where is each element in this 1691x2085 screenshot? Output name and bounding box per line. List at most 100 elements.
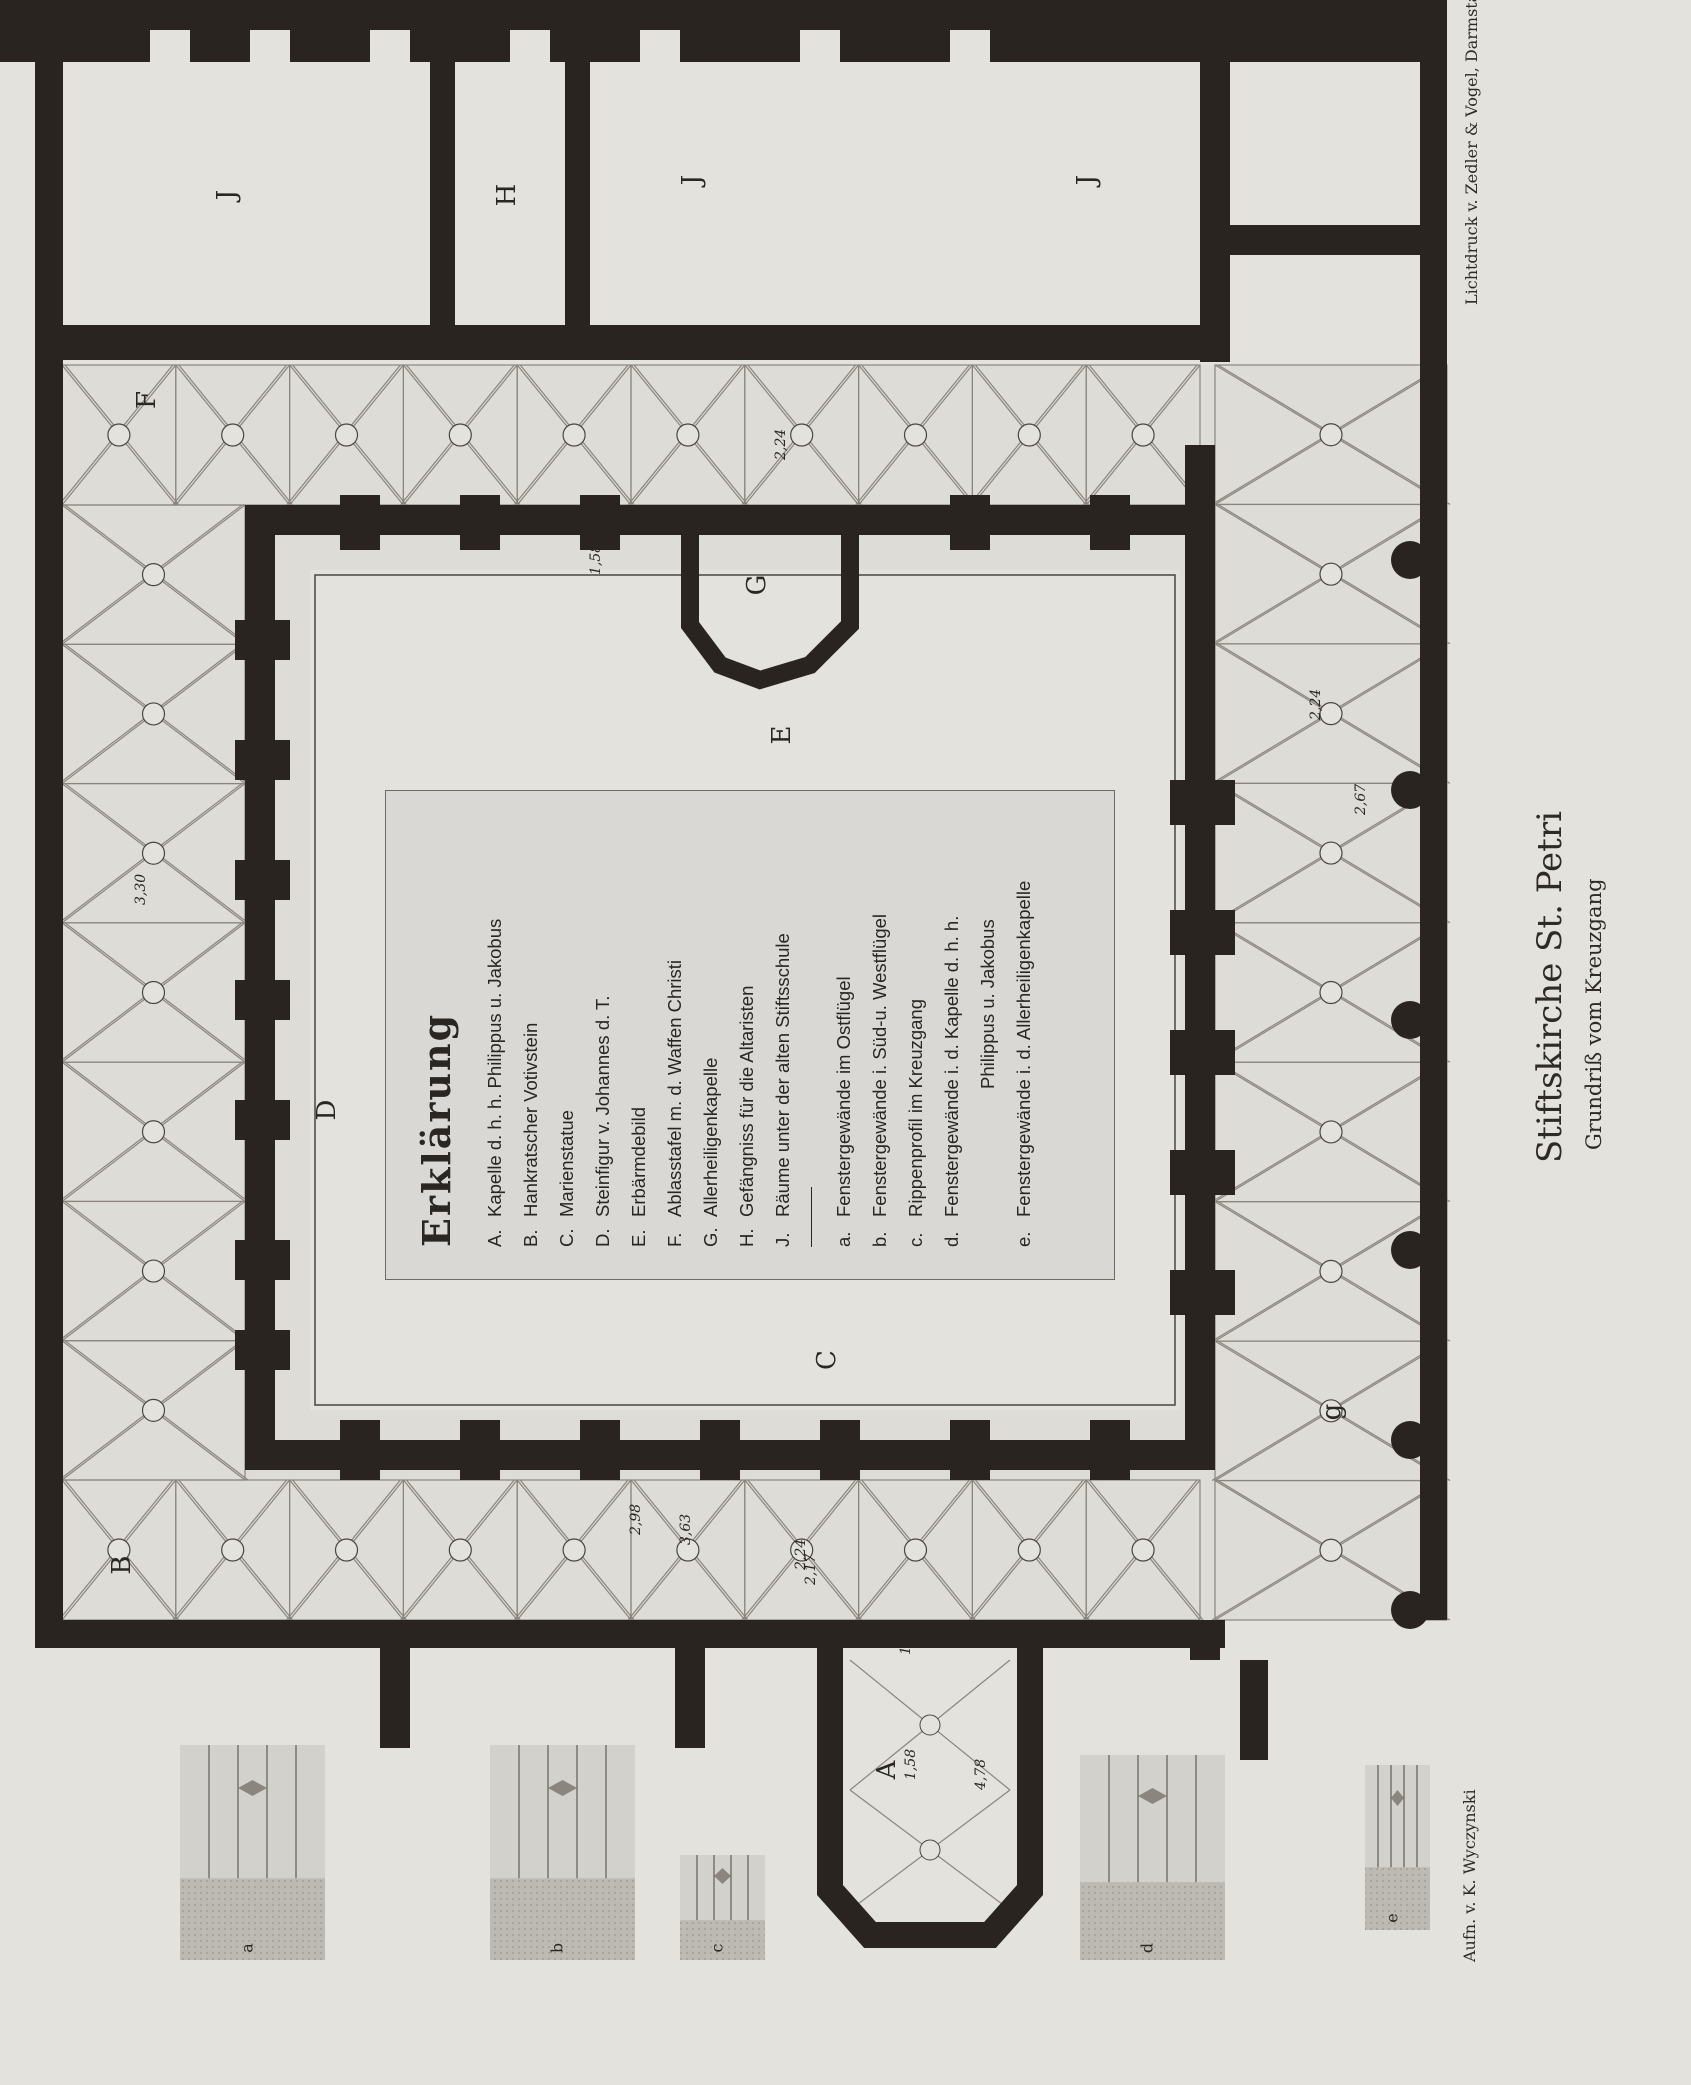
photographer-credit: Aufn. v. K. Wyczynski <box>1460 1789 1479 1962</box>
detail-boss <box>1391 1790 1404 1806</box>
legend-item-text: Fenstergewände i. d. Kapelle d. h. h. <box>941 915 962 1217</box>
dimension-label: 3,63 <box>678 1514 694 1545</box>
legend-item-text: Rippenprofil im Kreuzgang <box>905 998 926 1217</box>
buttress <box>1090 1420 1130 1480</box>
legend-item-key: G. <box>700 1227 721 1247</box>
buttress <box>820 1420 860 1480</box>
vault-boss <box>1131 1538 1155 1562</box>
legend-item-key: b. <box>869 1231 890 1247</box>
legend-item-text: Marienstatue <box>556 1110 577 1217</box>
buttress <box>1170 1270 1235 1315</box>
room-partition-1 <box>430 62 455 327</box>
printer-credit: Lichtdruck v. Zedler & Vogel, Darmstadt <box>1462 0 1481 305</box>
vault-bosses <box>107 423 1343 1861</box>
legend-item-text: Hankratscher Votivstein <box>520 1022 541 1217</box>
window-niche <box>800 30 840 62</box>
buttress <box>235 1240 290 1280</box>
vault-boss <box>790 1538 814 1562</box>
vault-boss <box>562 423 586 447</box>
vault-boss <box>1017 423 1041 447</box>
buttress <box>1170 1030 1235 1075</box>
window-niche <box>950 30 990 62</box>
vault-boss <box>141 841 166 865</box>
legend-item-key: d. <box>941 1231 962 1247</box>
detail-panel-e: e <box>1365 1765 1430 1930</box>
window-niche <box>370 30 410 62</box>
detail-panel-a: a <box>180 1745 325 1960</box>
vault-boss <box>1319 1259 1343 1283</box>
detail-label-b: b <box>548 1943 567 1953</box>
vault-boss <box>334 1538 359 1562</box>
plan-title: Stiftskirche St. Petri <box>1530 811 1570 1163</box>
legend-item-text: Fenstergewände i. d. Allerheiligenkapell… <box>1013 880 1034 1217</box>
room-label-J2: J <box>677 175 707 188</box>
pier-base <box>1391 771 1429 809</box>
north-outer-wall <box>0 0 1447 62</box>
room-label-J3: J <box>1072 175 1102 188</box>
chapel-g-wall <box>681 505 859 690</box>
legend-title: Erklärung <box>414 1012 459 1247</box>
legend-item-key: J. <box>772 1232 793 1247</box>
vault-boss <box>448 1538 472 1562</box>
room-label-E: E <box>767 726 797 745</box>
buttress <box>1170 780 1235 825</box>
vault-boss <box>676 423 700 447</box>
legend-item-text: Philippus u. Jakobus <box>977 919 998 1089</box>
legend-item-key: E. <box>628 1229 649 1247</box>
legend-item: Philippus u. Jakobus <box>970 585 1006 1247</box>
legend-item-key: H. <box>736 1228 757 1248</box>
legend-item: c. Rippenprofil im Kreuzgang <box>898 585 934 1247</box>
legend-item: D.Steinfigur v. Johannes d. T. <box>585 585 621 1247</box>
vault-boss <box>221 423 245 447</box>
dimension-label: 1,76 <box>898 1624 914 1655</box>
dimension-label: 4,78 <box>973 1759 989 1791</box>
vault-boss <box>1017 1538 1041 1562</box>
buttress <box>460 495 500 550</box>
buttress <box>950 495 990 550</box>
south-east-corner <box>1190 1620 1220 1660</box>
rooms-south-wall <box>62 325 1212 360</box>
buttress <box>460 1420 500 1480</box>
vault-boss <box>1319 1399 1343 1423</box>
vault-boss <box>107 1538 131 1562</box>
legend-item-key: a. <box>833 1231 854 1247</box>
inner-east-arcade <box>1185 445 1215 1470</box>
legend-item: E.Erbärmdebild <box>621 585 657 1247</box>
legend-item-text: Gefängniss für die Altaristen <box>736 985 757 1217</box>
buttress <box>340 495 380 550</box>
inner-north-arcade <box>245 505 1215 535</box>
legend-item-key: e. <box>1013 1231 1034 1247</box>
legend-item: a.Fenstergewände im Ostflügel <box>826 585 862 1247</box>
dimension-label: 2,24 <box>793 1539 809 1571</box>
detail-label-e: e <box>1383 1913 1402 1922</box>
window-niche <box>640 30 680 62</box>
buttress <box>340 1420 380 1480</box>
room-label-g: g <box>1317 1404 1347 1421</box>
vault-boss <box>790 423 814 447</box>
legend-item-key: c. <box>905 1232 926 1247</box>
buttress <box>1170 910 1235 955</box>
legend-item-key: A. <box>484 1229 505 1247</box>
room-label-F: F <box>132 391 162 409</box>
detail-boss <box>548 1780 577 1796</box>
legend-item-key: F. <box>664 1232 685 1247</box>
south-outer-wall <box>35 1620 1225 1648</box>
pier-base <box>1391 1421 1429 1459</box>
south-east-stub <box>1240 1660 1268 1760</box>
south-stub-wall <box>675 1648 705 1748</box>
dimension-label: 2,24 <box>773 429 789 461</box>
detail-profile-fill <box>1365 1867 1430 1930</box>
vault-boss <box>919 1839 941 1861</box>
dimension-label: 2,24 <box>1308 689 1324 721</box>
vault-boss <box>141 1259 166 1283</box>
legend-item: b.Fenstergewände i. Süd-u. Westflügel <box>862 585 898 1247</box>
vault-boss <box>1319 702 1343 726</box>
buttress <box>235 860 290 900</box>
legend-item-key: C. <box>556 1228 577 1248</box>
room-label-H: H <box>492 184 522 207</box>
